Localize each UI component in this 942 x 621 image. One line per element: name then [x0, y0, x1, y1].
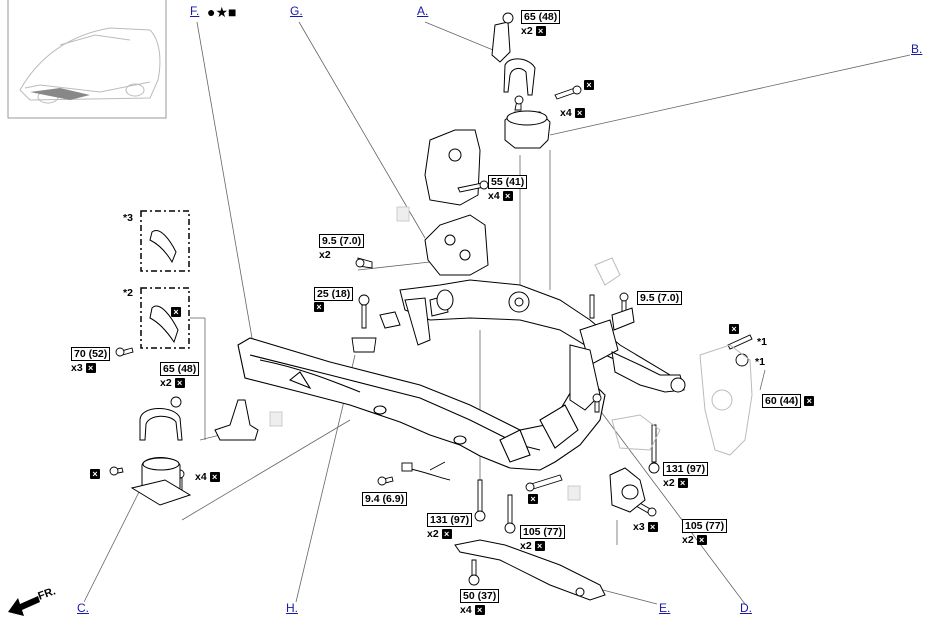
replace-icon: × — [677, 478, 688, 489]
replace-icon: × — [474, 605, 485, 616]
replace-mark: × — [528, 493, 538, 505]
replace-icon: × — [804, 396, 815, 407]
callout-d[interactable]: D. — [740, 601, 752, 615]
subframe — [237, 337, 606, 471]
replace-mark: × — [171, 306, 181, 318]
replace-icon: × — [534, 541, 545, 552]
torque-label: x3× — [633, 520, 658, 533]
replace-icon: × — [441, 529, 452, 540]
knuckle-parts — [454, 257, 753, 601]
torque-label: x4× — [560, 106, 585, 119]
replace-icon: × — [574, 108, 585, 119]
square-icon: ■ — [228, 4, 237, 20]
replace-mark: × — [729, 323, 739, 335]
torque-label: 131 (97) x2× — [427, 513, 473, 540]
note-marker: *2 — [123, 287, 133, 299]
callout-c[interactable]: C. — [77, 601, 89, 615]
symbol-markers: ●★■ — [207, 5, 237, 19]
replace-icon: × — [174, 378, 185, 389]
torque-label: 105 (77) x2× — [682, 519, 728, 546]
torque-label: 60 (44)× — [762, 394, 815, 408]
star-icon: ★ — [215, 4, 229, 20]
caution-marks — [269, 206, 581, 501]
torque-label: 65 (48) x2× — [521, 10, 561, 37]
replace-icon: × — [535, 26, 546, 37]
replace-icon: × — [502, 191, 513, 202]
replace-icon: × — [85, 363, 96, 374]
replace-icon: × — [729, 324, 739, 335]
torque-label: 55 (41) x4× — [488, 175, 528, 202]
callout-b[interactable]: B. — [911, 42, 923, 56]
note-marker: *3 — [123, 212, 133, 224]
replace-icon: × — [584, 80, 594, 91]
callout-f[interactable]: F. — [190, 4, 200, 18]
replace-mark: × — [90, 468, 100, 480]
front-arrow-icon — [8, 596, 40, 616]
note-marker: *1 — [755, 356, 765, 368]
torque-label: 50 (37) x4× — [460, 589, 500, 616]
stays — [149, 230, 179, 344]
steering-gear — [379, 279, 673, 411]
torque-label: 9.5 (7.0) x2 — [319, 234, 365, 261]
torque-label: x4× — [195, 470, 220, 483]
torque-label: 9.4 (6.9) — [362, 492, 408, 506]
replace-icon: × — [90, 469, 100, 480]
replace-icon: × — [209, 472, 220, 483]
replace-icon: × — [696, 535, 707, 546]
replace-mark: × — [584, 79, 594, 91]
torque-label: 131 (97) x2× — [663, 462, 709, 489]
replace-icon: × — [528, 494, 538, 505]
replace-icon: × — [647, 522, 658, 533]
note-marker: *1 — [757, 336, 767, 348]
callout-h[interactable]: H. — [286, 601, 298, 615]
replace-icon: × — [171, 307, 181, 318]
callout-e[interactable]: E. — [659, 601, 671, 615]
callout-g[interactable]: G. — [290, 4, 303, 18]
vehicle-thumbnail — [7, 0, 167, 119]
torque-label: 105 (77) x2× — [520, 525, 566, 552]
engine-mount-upper — [424, 21, 551, 276]
harness — [401, 461, 451, 481]
torque-label: 65 (48) x2× — [160, 362, 200, 389]
torque-label: 25 (18) × — [314, 287, 354, 313]
engine-mount-lower — [130, 399, 259, 506]
torque-label: 70 (52) x3× — [71, 347, 111, 374]
callout-a[interactable]: A. — [417, 4, 429, 18]
torque-label: 9.5 (7.0) — [637, 291, 683, 305]
circle-icon: ● — [207, 4, 216, 20]
replace-icon: × — [314, 302, 324, 313]
option-boxes — [140, 210, 190, 349]
